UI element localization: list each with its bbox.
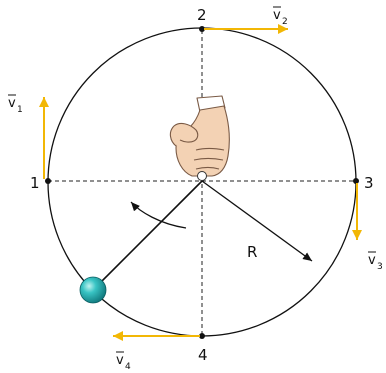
velocity-1-subscript: 1 bbox=[17, 105, 23, 115]
velocity-3-subscript: 3 bbox=[377, 262, 383, 272]
rotation-arrow bbox=[130, 201, 187, 229]
point-1-marker bbox=[45, 178, 51, 184]
point-4-label: 4 bbox=[198, 346, 208, 364]
velocity-1-label: v 1 bbox=[8, 94, 23, 115]
velocity-3-label: v 3 bbox=[368, 251, 383, 272]
velocity-1-letter: v bbox=[8, 96, 16, 111]
point-2-marker bbox=[199, 26, 205, 32]
velocity-2-subscript: 2 bbox=[282, 17, 288, 27]
point-3-label: 3 bbox=[364, 174, 374, 192]
point-4-marker bbox=[199, 333, 205, 339]
string bbox=[93, 180, 203, 290]
velocity-4-subscript: 4 bbox=[125, 362, 131, 372]
velocity-4-label: v 4 bbox=[116, 351, 131, 372]
point-3-marker bbox=[353, 178, 359, 184]
radius-arrow bbox=[201, 180, 313, 262]
velocity-2-letter: v bbox=[273, 8, 281, 23]
radius-label: R bbox=[247, 243, 257, 261]
point-1-label: 1 bbox=[30, 174, 40, 192]
velocity-4-letter: v bbox=[116, 353, 124, 368]
hand-icon bbox=[169, 95, 230, 177]
velocity-2-label: v 2 bbox=[273, 6, 288, 27]
point-2-label: 2 bbox=[197, 6, 207, 24]
pivot-ring bbox=[197, 171, 207, 181]
ball-icon bbox=[79, 276, 107, 304]
velocity-3-letter: v bbox=[368, 253, 376, 268]
